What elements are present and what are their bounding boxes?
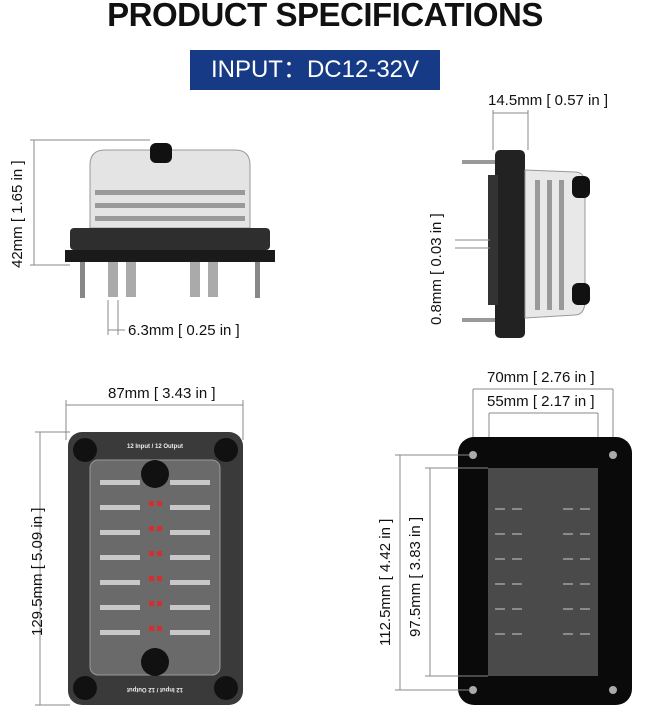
end-view: 14.5mm [ 0.57 in ] 0.8mm [ 0.03 in ] [428,92,608,338]
fuse-slot [170,530,210,535]
terminal-pad [563,633,573,635]
terminal-pad [512,633,522,635]
block-label-top: 12 Input / 12 Output [127,444,183,450]
terminal-pad [580,583,590,585]
fuse-slot [170,480,210,485]
fuse-slot [100,530,140,535]
terminal-pad [563,508,573,510]
terminal-pad [512,608,522,610]
led-indicator [157,526,162,531]
terminal-pad [580,558,590,560]
terminal-pad [495,558,505,560]
terminal-pad [512,508,522,510]
fuse-slot [170,580,210,585]
input-voltage-banner: INPUT：DC12-32V [190,50,440,90]
led-indicator [149,601,154,606]
led-indicator [157,501,162,506]
terminal-pad [563,558,573,560]
outer-height-dim: 112.5mm [ 4.42 in ] [377,519,394,646]
inner-width-dim: 55mm [ 2.17 in ] [487,393,595,410]
led-indicator [157,551,162,556]
terminal-pad [495,633,505,635]
led-indicator [157,601,162,606]
terminal-pad [563,583,573,585]
terminal-pad [580,608,590,610]
led-indicator [149,551,154,556]
fuse-slot [100,480,140,485]
fuse-slot [100,505,140,510]
page-title: PRODUCT SPECIFICATIONS [107,0,543,33]
led-indicator [149,526,154,531]
led-indicator [157,576,162,581]
led-indicator [149,576,154,581]
fuse-slot [170,505,210,510]
fuse-slot [170,555,210,560]
terminal-pad [512,533,522,535]
fuse-slot [100,605,140,610]
led-indicator [149,626,154,631]
outer-width-dim: 70mm [ 2.76 in ] [487,369,595,386]
top-view-fuse-block: 87mm [ 3.43 in ] 129.5mm [ 5.09 in ] 12 … [29,385,244,706]
terminal-pad [495,583,505,585]
terminal-pad [580,508,590,510]
side-height-dim: 42mm [ 1.65 in ] [9,160,26,268]
terminal-pad [495,533,505,535]
terminal-pad [580,533,590,535]
terminal-pad [495,608,505,610]
fuse-slot [100,630,140,635]
terminal-pad [563,533,573,535]
side-view: 42mm [ 1.65 in ] 6.3mm [ 0.25 in ] [9,139,275,339]
fuse-slot [100,580,140,585]
terminal-pad [495,508,505,510]
fuse-slot [170,630,210,635]
terminal-pad [563,608,573,610]
terminal-pad [512,558,522,560]
led-indicator [157,626,162,631]
fuse-slot [170,605,210,610]
terminal-pad [580,633,590,635]
bottom-view-plate: 70mm [ 2.76 in ] 55mm [ 2.17 in ] 112.5m… [377,369,632,705]
cover-knob [150,143,172,163]
terminal-pad [512,583,522,585]
top-height-dim: 129.5mm [ 5.09 in ] [29,508,46,636]
block-label-bottom: 12 Input / 12 Output [127,686,183,692]
depth-dim: 14.5mm [ 0.57 in ] [488,92,608,109]
terminal-width-dim: 6.3mm [ 0.25 in ] [128,322,240,339]
inner-height-dim: 97.5mm [ 3.83 in ] [407,517,424,637]
fuse-slot [100,555,140,560]
top-width-dim: 87mm [ 3.43 in ] [108,385,216,402]
led-indicator [149,501,154,506]
thickness-dim: 0.8mm [ 0.03 in ] [428,213,445,325]
